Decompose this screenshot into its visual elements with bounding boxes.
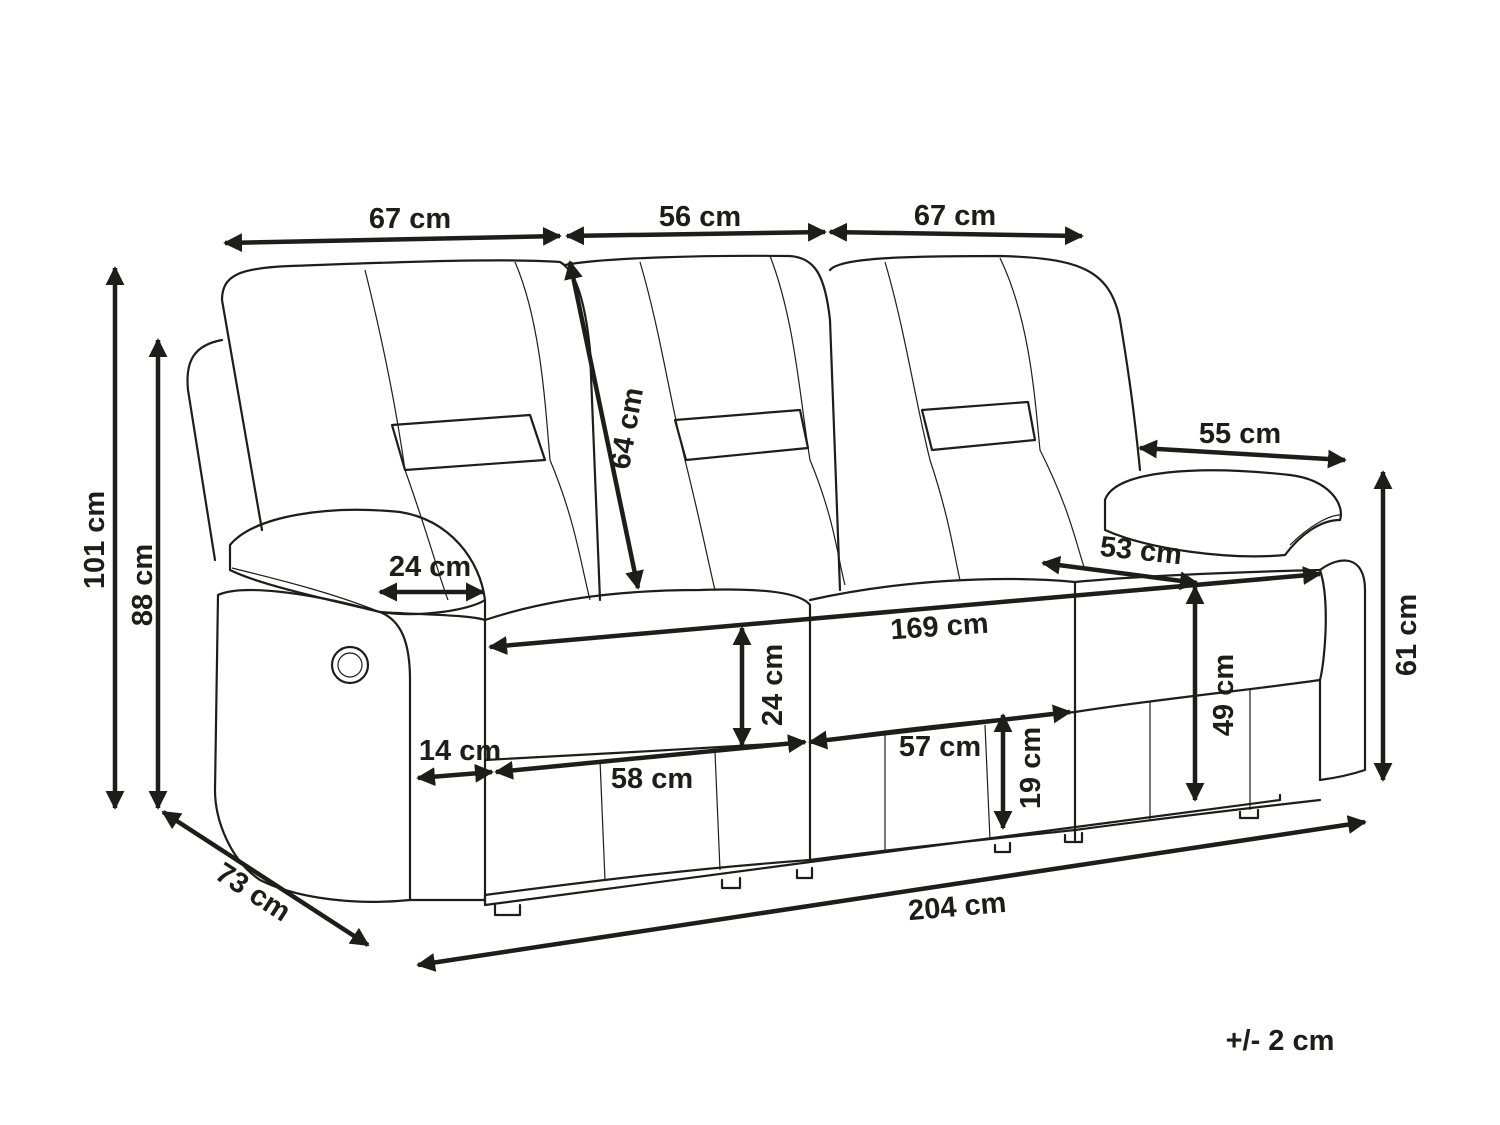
label-footrest-left-width: 58 cm xyxy=(611,763,693,795)
dim-arrow-back-right xyxy=(828,222,1084,246)
label-seat-width: 169 cm xyxy=(889,608,989,647)
label-seat-depth: 53 cm xyxy=(1098,531,1183,571)
label-seat-height: 49 cm xyxy=(1208,654,1240,736)
label-backrest-height: 64 cm xyxy=(604,385,650,472)
dim-arrow-total-depth xyxy=(161,810,370,947)
label-total-depth: 73 cm xyxy=(210,857,296,929)
label-armrest-depth: 55 cm xyxy=(1199,418,1281,450)
label-tolerance: +/- 2 cm xyxy=(1226,1025,1335,1057)
dim-arrow-seat-width xyxy=(488,566,1322,655)
dim-arrow-footrest-left xyxy=(494,734,807,780)
label-armrest-height: 61 cm xyxy=(1391,594,1423,676)
dim-arrow-footrest-gap xyxy=(416,763,494,787)
label-back-right-width: 67 cm xyxy=(914,200,996,232)
label-arm-outer-height: 88 cm xyxy=(127,544,159,626)
label-back-middle-width: 56 cm xyxy=(659,201,741,233)
dim-arrow-back-left xyxy=(223,226,562,253)
label-total-height: 101 cm xyxy=(79,491,111,589)
label-footrest-gap: 14 cm xyxy=(419,735,501,767)
dim-arrow-armrest-depth xyxy=(1138,439,1347,469)
label-total-width: 204 cm xyxy=(907,887,1008,927)
dim-arrow-back-middle xyxy=(565,222,827,246)
dim-arrow-backrest-height xyxy=(564,260,644,590)
label-armrest-width: 24 cm xyxy=(389,551,471,583)
label-seat-cushion-height: 24 cm xyxy=(757,644,789,726)
dimension-labels: 67 cm 56 cm 67 cm 55 cm 101 cm 88 cm 61 … xyxy=(79,200,1423,1057)
label-footrest-height: 19 cm xyxy=(1015,727,1047,809)
dim-arrow-footrest-middle xyxy=(808,704,1072,750)
dimension-lines xyxy=(105,222,1393,972)
label-back-left-width: 67 cm xyxy=(369,203,451,235)
dim-arrow-total-width xyxy=(416,815,1367,972)
label-footrest-middle-width: 57 cm xyxy=(899,731,981,763)
